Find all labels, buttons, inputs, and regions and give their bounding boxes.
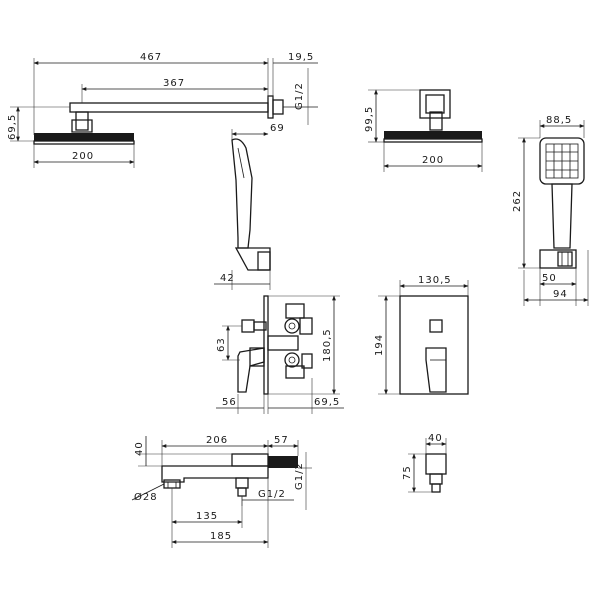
- dimension-mixer-front: 56: [216, 394, 265, 414]
- dim-text: 75: [402, 465, 413, 480]
- handset-front-view: [539, 137, 585, 269]
- dimension-mixer-height: 180,5: [268, 295, 340, 395]
- dimension-mixer-spacing: 63: [216, 325, 242, 361]
- dimension-spout-length: 206: [161, 435, 269, 466]
- dim-text: 69,5: [7, 114, 18, 140]
- dimension-flange: 19,5: [272, 52, 318, 98]
- dimension-head-width: 200: [33, 144, 135, 168]
- dimension-plate-height: 194: [374, 295, 400, 395]
- dim-text: Ø28: [134, 491, 158, 503]
- bath-spout-view: [161, 453, 298, 497]
- dim-text: 42: [220, 273, 235, 284]
- dimension-spout-height: 40: [134, 436, 232, 467]
- dim-text: 262: [512, 190, 523, 212]
- dimension-front-height: 99,5: [364, 89, 420, 143]
- dim-text: 200: [422, 155, 444, 166]
- mixer-side-view: [237, 295, 313, 395]
- hand-shower-side-view: [231, 138, 271, 271]
- dim-text: 206: [206, 435, 228, 446]
- dim-text: 194: [374, 334, 385, 356]
- dimension-outlet-width: 40: [425, 433, 447, 454]
- dim-text: 50: [542, 273, 557, 284]
- dim-text: 63: [216, 337, 227, 352]
- dim-text: 180,5: [322, 328, 333, 362]
- shower-head-side-view: [33, 95, 284, 145]
- dimension-hand-bottom: 42: [214, 270, 271, 290]
- dim-text: G1/2: [294, 462, 305, 490]
- dimension-spout-thread-vertical: G1/2: [294, 452, 312, 510]
- dim-text: 88,5: [546, 115, 572, 126]
- dim-text: 367: [163, 78, 185, 89]
- wall-outlet-view: [425, 453, 447, 493]
- dim-text: G1/2: [258, 489, 286, 500]
- dimension-hand-offset: 69: [231, 123, 285, 140]
- dimension-handset-width: 88,5: [539, 115, 585, 138]
- dim-text: 94: [553, 289, 568, 300]
- dim-text: 69: [270, 123, 285, 134]
- dim-text: 200: [72, 151, 94, 162]
- dimension-spout-tip: 57: [267, 435, 299, 456]
- dimension-plate-width: 130,5: [399, 275, 469, 296]
- dimension-arm-inner: 367: [81, 78, 269, 103]
- dimension-arm-total: 467: [33, 52, 269, 135]
- mixer-plate-front-view: [399, 295, 469, 395]
- dim-text: 99,5: [364, 106, 375, 132]
- dimension-outlet-height: 75: [402, 453, 432, 493]
- dim-text: 40: [134, 441, 145, 456]
- dim-text: 40: [428, 433, 443, 444]
- dimension-bracket-total: 94: [523, 250, 589, 306]
- dimension-handset-length: 262: [512, 137, 540, 269]
- dimension-arm-thread: G1/2: [283, 68, 318, 125]
- dim-text: 467: [140, 52, 162, 63]
- dim-text: 19,5: [288, 52, 314, 63]
- dimension-head-height: 69,5: [7, 106, 70, 142]
- dim-text: 57: [274, 435, 289, 446]
- dim-text: 130,5: [418, 275, 452, 286]
- dim-text: 56: [222, 397, 237, 408]
- dimension-mixer-depth: 69,5: [267, 378, 344, 414]
- dimension-front-width: 200: [383, 142, 483, 172]
- dim-text: 185: [210, 531, 232, 542]
- dimension-spout-total: 185: [171, 478, 269, 548]
- shower-head-front-view: [383, 89, 483, 143]
- dimension-spout-diameter: Ø28: [131, 483, 165, 503]
- dimension-spout-inner: 135: [171, 488, 243, 528]
- dim-text: 135: [196, 511, 218, 522]
- dim-text: G1/2: [294, 82, 305, 110]
- dim-text: 69,5: [314, 397, 340, 408]
